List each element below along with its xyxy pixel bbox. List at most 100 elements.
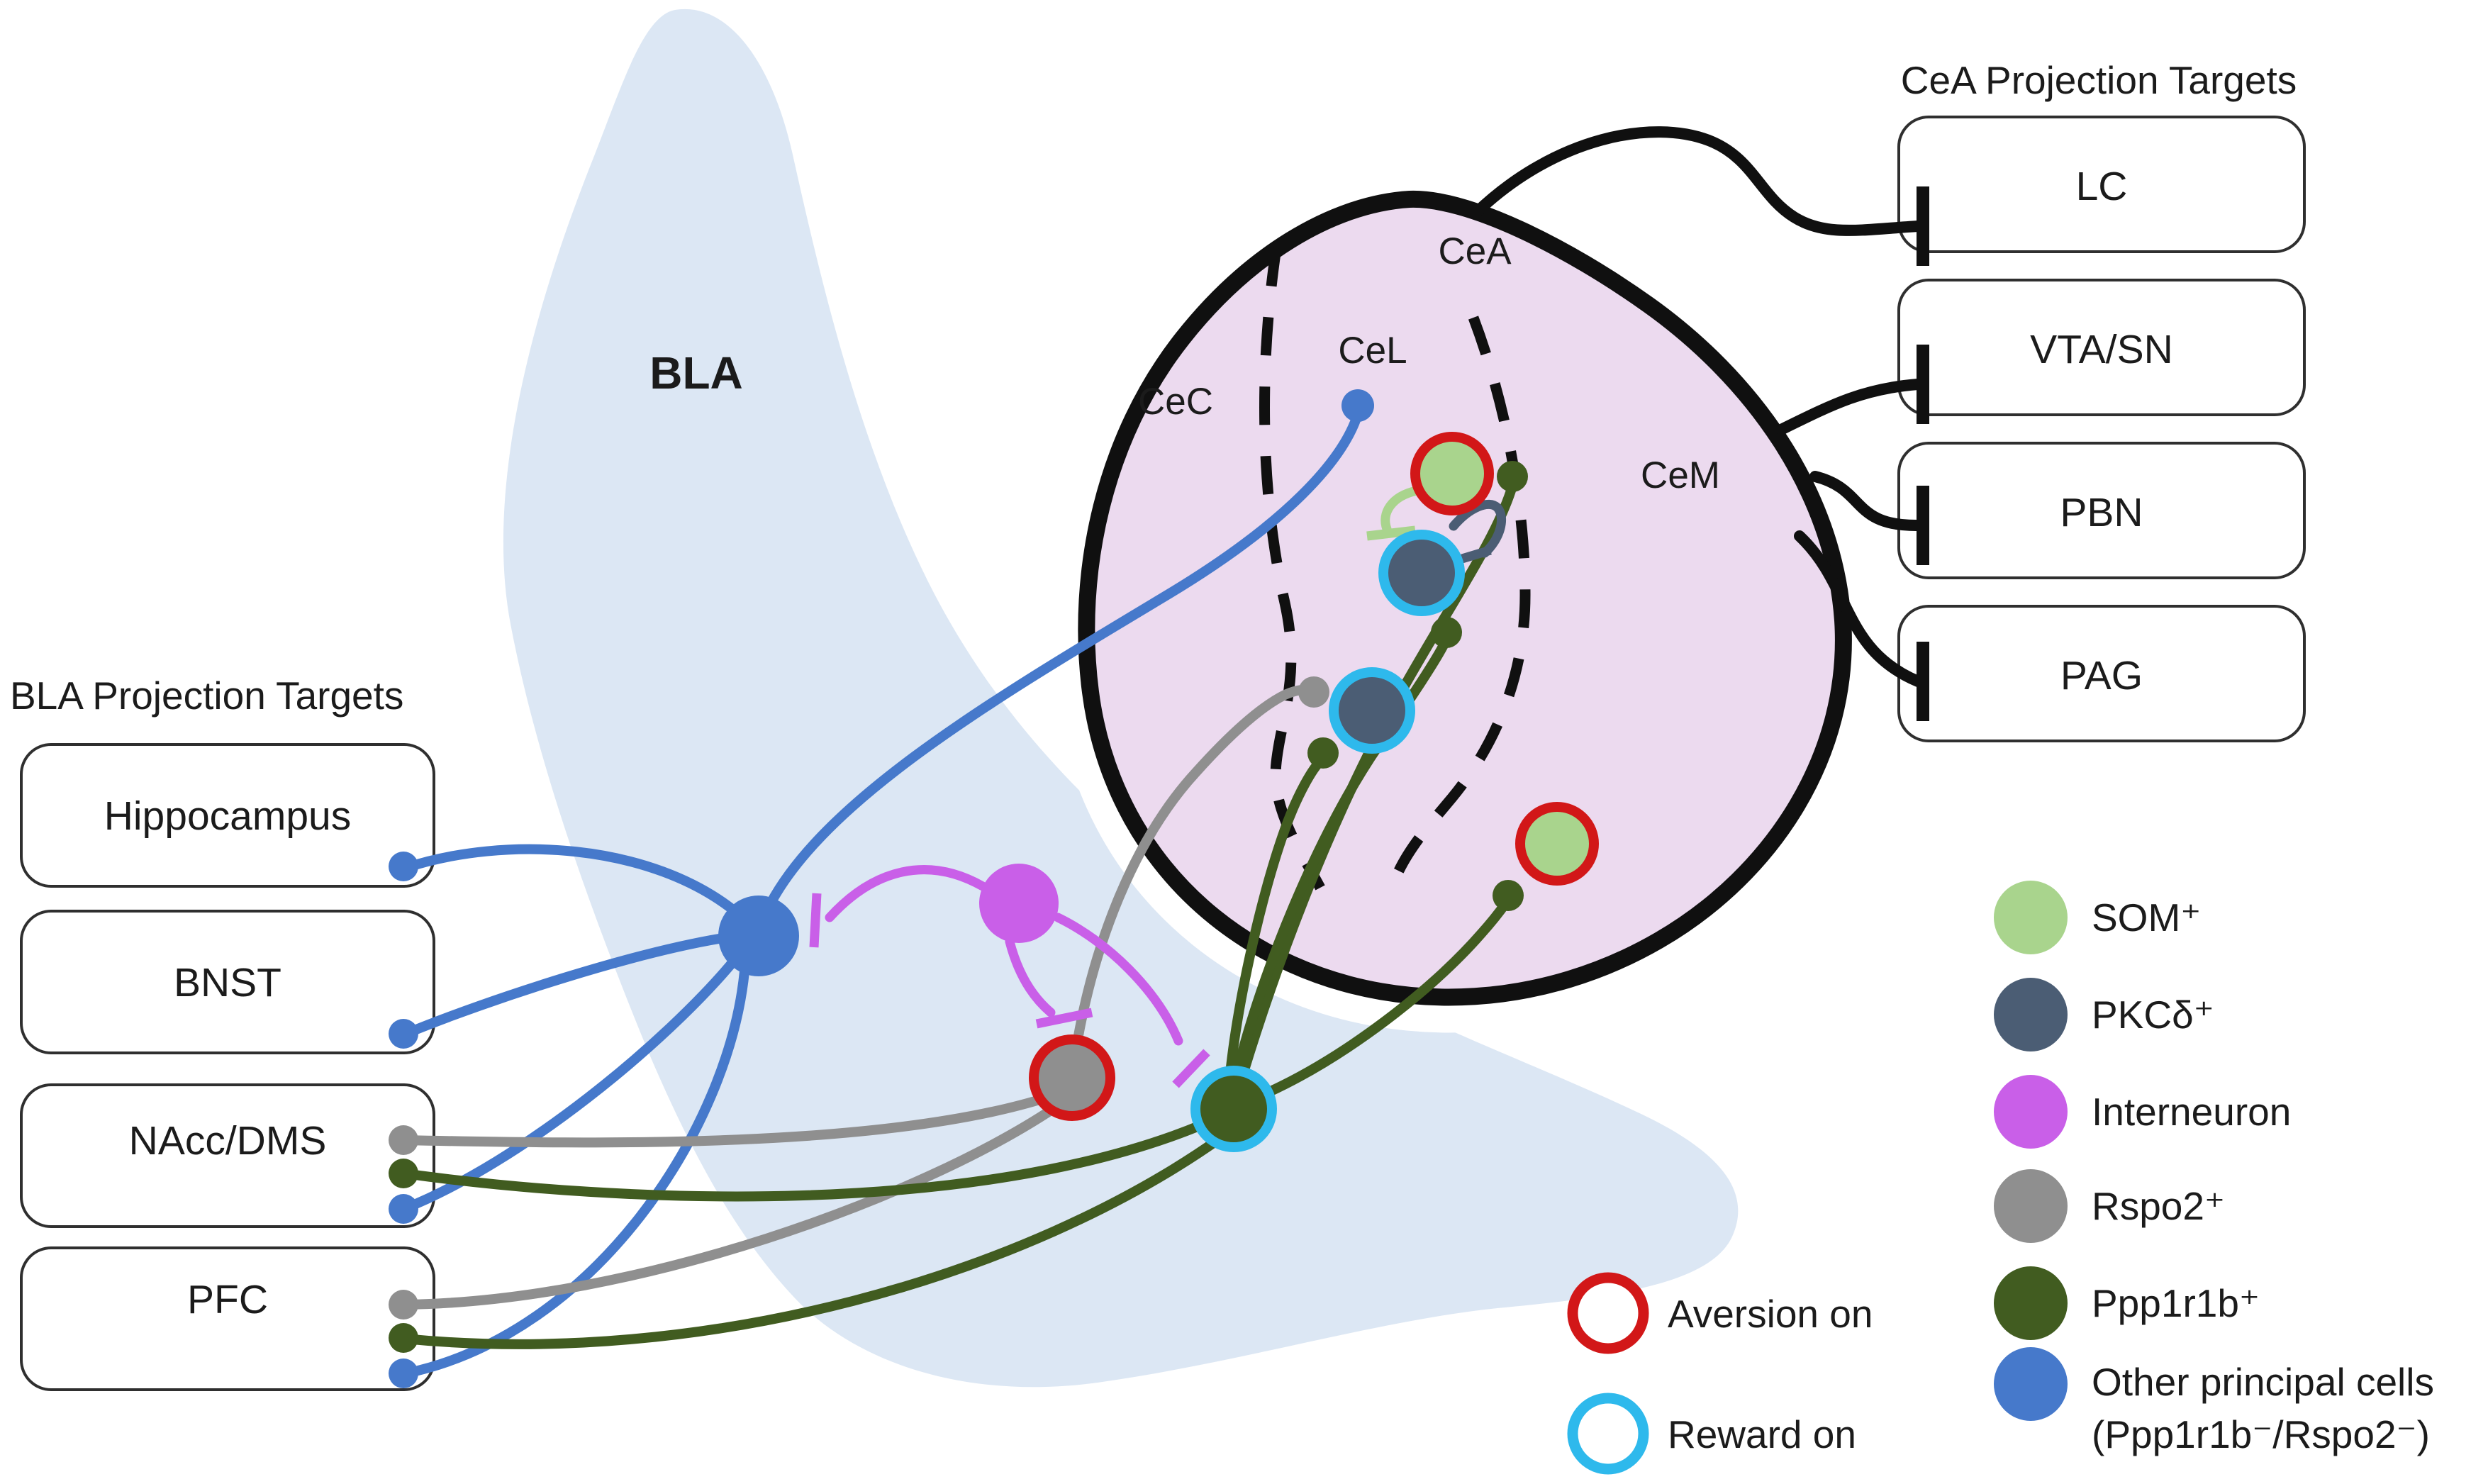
green-terminal-d: [1493, 880, 1524, 911]
neuron-cell-bodies: [718, 432, 1599, 1152]
cec-region-label: CeC: [1138, 381, 1213, 423]
ppp1r1b-cell-reward: [1190, 1066, 1277, 1152]
other-principal-swatch-icon: [1994, 1347, 2068, 1421]
rspo2-swatch-icon: [1994, 1169, 2068, 1243]
other-principal-legend-label: Other principal cells: [2092, 1360, 2434, 1404]
pkcd-legend-label: PKCδ⁺: [2092, 993, 2214, 1037]
green-terminal-a: [1497, 461, 1528, 492]
ppp1r1b-legend-label: Ppp1r1b⁺: [2092, 1281, 2260, 1325]
cea-projection-targets-panel: CeA Projection Targets LC VTA/SN PBN PAG: [1897, 58, 2306, 742]
nacc-dms-box: [20, 1083, 435, 1228]
cea-output-axons: [1471, 126, 1929, 721]
nacc-dms-label: NAcc/DMS: [129, 1118, 327, 1164]
reward-ring-icon: [1567, 1393, 1649, 1475]
pbn-label: PBN: [2060, 490, 2143, 535]
axon-cea-to-vta-sn: [1775, 379, 1924, 435]
pkcd-cell-reward-lower: [1329, 667, 1415, 754]
pbn-box: [1897, 442, 2306, 579]
cea-blob: [1078, 190, 1852, 1006]
vta-sn-label: VTA/SN: [2030, 327, 2173, 372]
interneuron-swatch-icon: [1994, 1075, 2068, 1149]
blue-principal-cell: [718, 896, 799, 976]
pkcd-cell-reward-upper: [1378, 530, 1465, 616]
cel-cem-dashed-boundary: [1385, 316, 1531, 892]
interneuron-legend-label: Interneuron: [2092, 1090, 2291, 1134]
cea-targets-title: CeA Projection Targets: [1901, 58, 2297, 102]
axon-ppp1r1b-to-nacc: [399, 1120, 1207, 1202]
aversion-on-label: Aversion on: [1668, 1292, 1873, 1336]
bla-projection-targets-panel: BLA Projection Targets Hippocampus BNST …: [10, 674, 435, 1391]
gray-terminal-pfc: [389, 1290, 418, 1320]
reward-on-label: Reward on: [1668, 1412, 1856, 1456]
interneuron-cell: [979, 864, 1059, 943]
axon-ppp1r1b-to-cea-d: [1264, 897, 1512, 1097]
gray-terminal-nacc: [389, 1125, 418, 1155]
bnst-label: BNST: [174, 960, 281, 1005]
bla-targets-title: BLA Projection Targets: [10, 674, 403, 718]
lc-label: LC: [2076, 164, 2128, 209]
cea-region-label: CeA: [1438, 230, 1512, 272]
som-cell-aversion-lower: [1515, 802, 1599, 886]
blue-terminal-pfc: [389, 1359, 418, 1388]
ppp1r1b-swatch-icon: [1994, 1266, 2068, 1340]
som-swatch-icon: [1994, 881, 2068, 954]
vta-sn-box: [1897, 279, 2306, 416]
interneuron-axon-to-blue-cell: [825, 865, 988, 922]
blue-terminal-hippocampus: [389, 852, 418, 881]
blue-terminal-bnst: [389, 1019, 418, 1049]
rspo2-cell-aversion: [1029, 1034, 1115, 1121]
green-terminal-nacc: [389, 1159, 418, 1188]
bla-region-label: BLA: [649, 347, 743, 398]
pfc-box: [20, 1246, 435, 1391]
axon-blue-to-hippocampus: [401, 844, 742, 918]
som-pkcd-mutual-inhibition: [1366, 486, 1507, 564]
cem-region-label: CeM: [1641, 454, 1720, 496]
bla-region-blob: [503, 9, 1739, 1388]
inhibitory-t-bar-on-rspo2-cell: [1035, 1008, 1093, 1029]
som-cell-aversion-upper: [1410, 432, 1494, 515]
interneuron-axon-to-rspo2-cell: [1005, 937, 1056, 1017]
green-terminal-pfc: [389, 1323, 418, 1353]
inhibitory-t-bar-on-blue-cell: [809, 893, 822, 948]
axon-cea-to-pag: [1794, 530, 1924, 687]
gray-terminal-in-cea: [1298, 676, 1329, 708]
axon-rspo2-to-pfc: [399, 1103, 1060, 1310]
som-hook-axon: [1380, 486, 1422, 534]
green-terminal-c: [1307, 737, 1339, 769]
axon-ppp1r1b-to-cea-b: [1233, 637, 1450, 1074]
pfc-label: PFC: [187, 1277, 268, 1322]
rspo2-legend-label: Rspo2⁺: [2092, 1184, 2225, 1228]
axon-terminal-boutons: [389, 389, 1528, 1388]
pkcd-t-bar-on-som: [1461, 545, 1492, 564]
hippocampus-box: [20, 743, 435, 888]
som-t-bar-on-pkcd: [1366, 525, 1416, 541]
blue-terminal-nacc: [389, 1194, 418, 1224]
hippocampus-label: Hippocampus: [104, 793, 352, 839]
region-labels: BLA CeA CeL CeC CeM: [649, 230, 1720, 496]
cel-region-label: CeL: [1338, 330, 1407, 372]
som-legend-label: SOM⁺: [2092, 896, 2201, 939]
blue-principal-cell-axons: [401, 413, 1361, 1378]
axon-rspo2-to-nacc: [399, 1093, 1051, 1148]
pkcd-swatch-icon: [1994, 978, 2068, 1051]
axon-ppp1r1b-to-pfc: [399, 1134, 1225, 1349]
axon-cea-to-lc: [1471, 126, 1924, 236]
lc-box: [1897, 116, 2306, 253]
pag-label: PAG: [2060, 653, 2143, 698]
legend: Aversion on Reward on SOM⁺ PKCδ⁺ Interne…: [1567, 881, 2434, 1475]
aversion-ring-icon: [1567, 1272, 1649, 1354]
pkcd-hook-axon: [1449, 499, 1507, 558]
interneuron-inhibitory-connections: [809, 865, 1210, 1088]
axon-cea-to-pbn: [1809, 471, 1924, 532]
axon-ppp1r1b-to-cea-c: [1226, 755, 1327, 1072]
blue-terminal-in-cel: [1341, 389, 1374, 422]
anatomy-blobs: [503, 9, 1879, 1388]
inhibitory-t-bar-on-ppp1r1b-cell: [1172, 1049, 1210, 1088]
bnst-box: [20, 910, 435, 1054]
axon-blue-to-cel: [759, 413, 1361, 921]
green-terminal-b: [1431, 617, 1462, 648]
interneuron-axon-to-ppp1r1b-cell: [1053, 913, 1183, 1046]
other-principal-legend-sublabel: (Ppp1r1b⁻/Rspo2⁻): [2092, 1412, 2430, 1456]
